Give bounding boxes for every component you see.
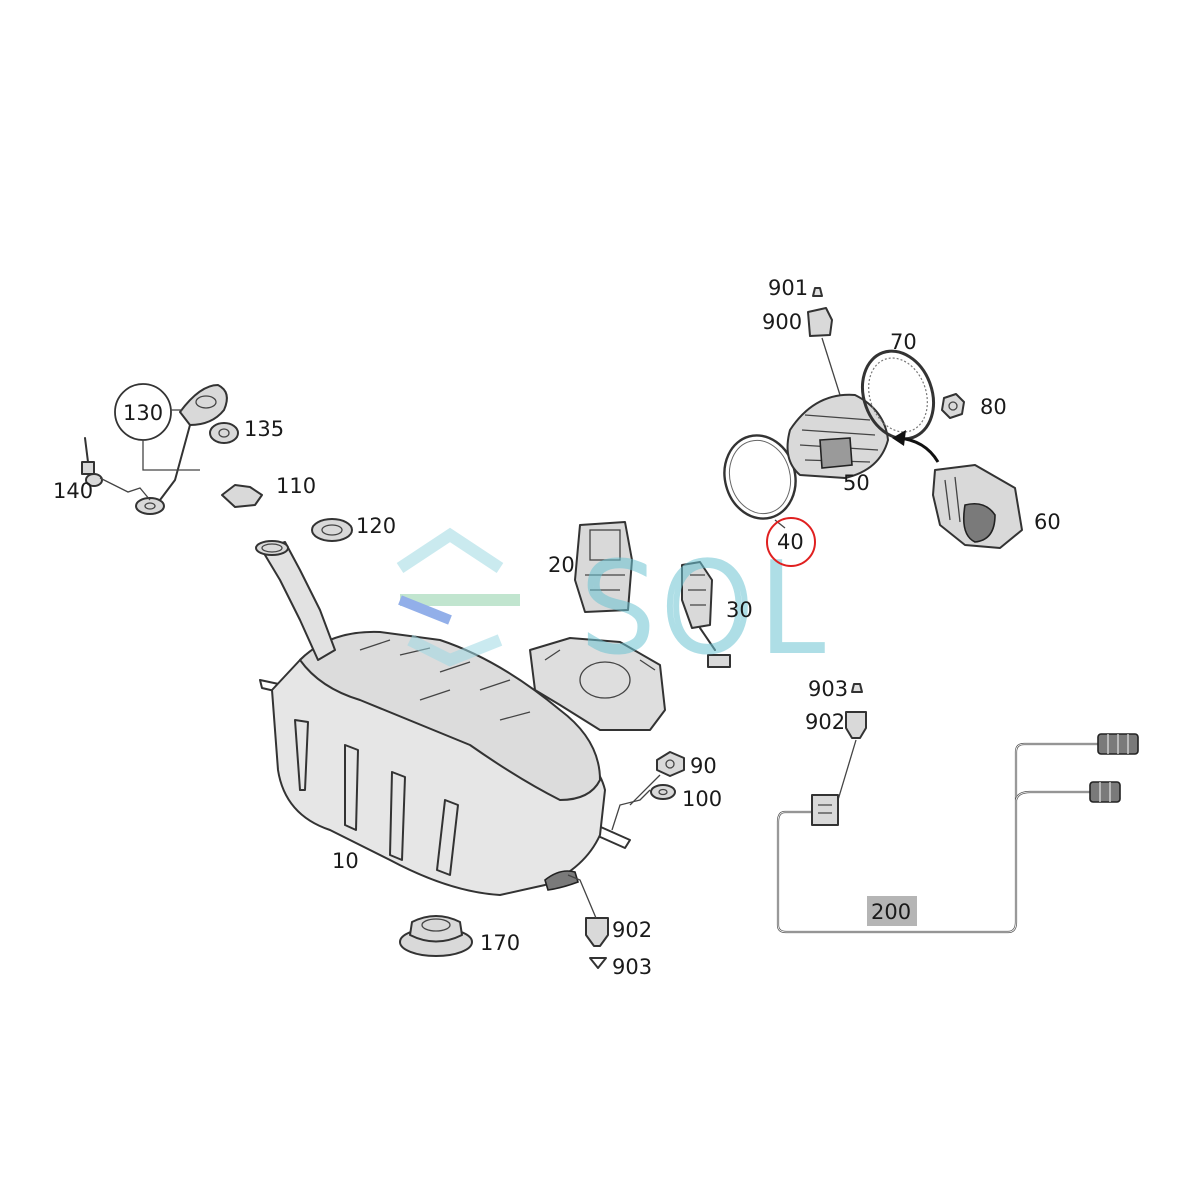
callout-40: 40 — [777, 530, 804, 554]
seal-ring-part-70 — [861, 349, 935, 441]
fuel-tank-illustration — [255, 540, 631, 896]
watermark-text: SOL — [580, 540, 829, 679]
callout-10: 10 — [332, 849, 359, 873]
callout-20: 20 — [548, 553, 575, 577]
callout-200-highlight — [867, 896, 917, 926]
callout-140: 140 — [53, 479, 93, 503]
callout-135: 135 — [244, 417, 284, 441]
callout-110: 110 — [276, 474, 316, 498]
wiring-harness — [776, 733, 1139, 934]
callout-902-right: 902 — [805, 710, 845, 734]
callout-900: 900 — [762, 310, 802, 334]
callout-903-right: 903 — [808, 677, 848, 701]
callout-100: 100 — [682, 787, 722, 811]
callout-200: 200 — [871, 900, 911, 924]
callout-60: 60 — [1034, 510, 1061, 534]
hardware-small-parts — [399, 683, 867, 969]
callout-170: 170 — [480, 931, 520, 955]
callout-labels: 10 20 30 40 50 60 70 80 90 100 110 120 1… — [53, 276, 1061, 979]
callout-902-lower: 902 — [612, 918, 652, 942]
callout-903-lower: 903 — [612, 955, 652, 979]
callout-80: 80 — [980, 395, 1007, 419]
fuel-cap-assembly — [81, 383, 353, 542]
callout-50: 50 — [843, 471, 870, 495]
callout-90: 90 — [690, 754, 717, 778]
callout-130: 130 — [123, 401, 163, 425]
fuel-level-sender — [681, 561, 731, 668]
highlight-circle-part-40 — [766, 517, 816, 567]
callout-30: 30 — [726, 598, 753, 622]
callout-120: 120 — [356, 514, 396, 538]
pump-flange-assembly — [723, 287, 1023, 549]
callout-70: 70 — [890, 330, 917, 354]
fuel-pump-module — [529, 521, 666, 731]
callout-901: 901 — [768, 276, 808, 300]
sol-logo-watermark: SOL — [396, 527, 829, 682]
